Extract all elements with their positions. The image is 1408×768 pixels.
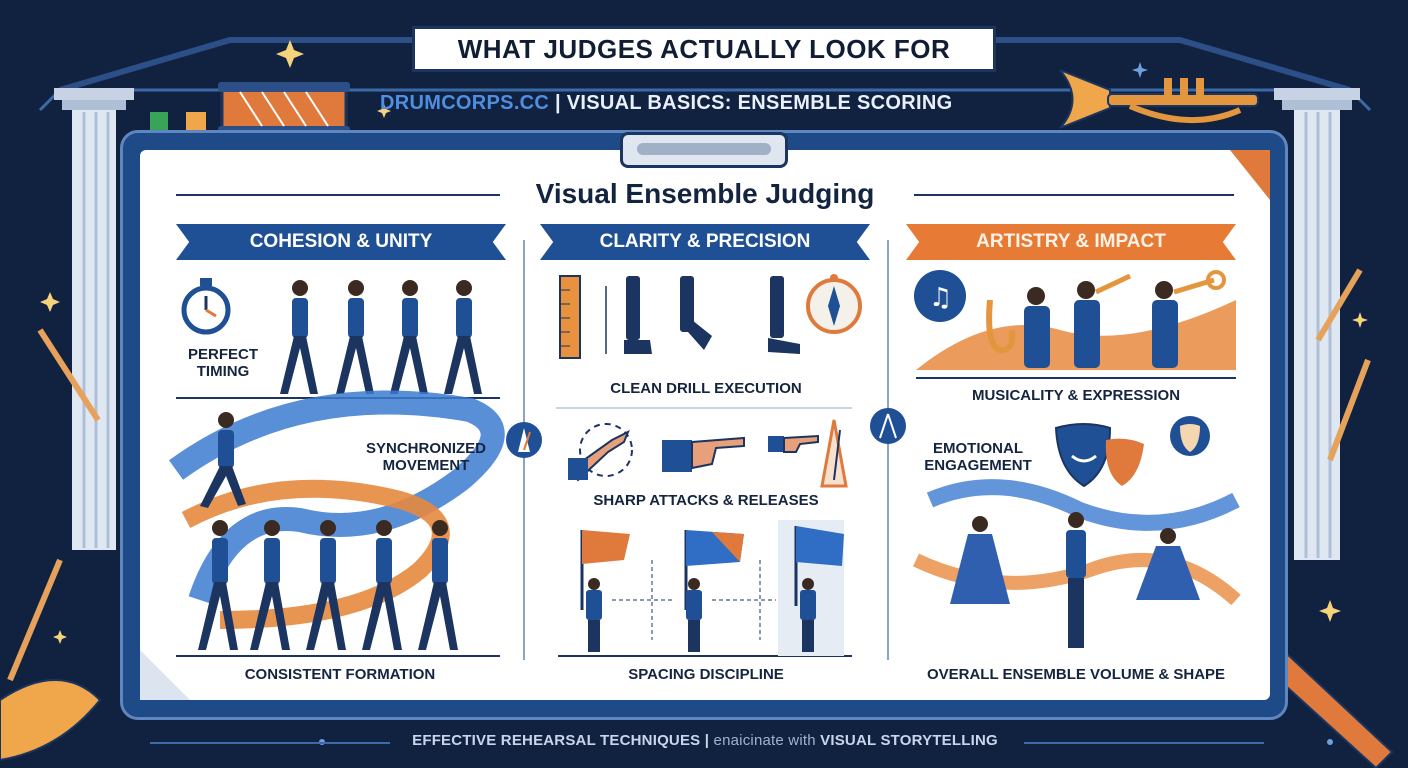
drumstick-icon bbox=[1315, 268, 1363, 342]
drumstick-icon bbox=[37, 328, 101, 422]
musicians bbox=[986, 270, 1226, 368]
drumstick-icon bbox=[1327, 358, 1371, 462]
drill-legs bbox=[624, 276, 800, 354]
marchers-row bbox=[198, 520, 458, 650]
footer-middle: enaicinate with bbox=[713, 732, 816, 749]
board-clip bbox=[620, 132, 788, 168]
subtitle-line: DRUMCORPS.CC | VISUAL BASICS: ENSEMBLE S… bbox=[380, 92, 1040, 115]
music-note-icon: ♫ bbox=[914, 270, 966, 322]
green-block bbox=[150, 112, 168, 130]
subtitle-separator: | bbox=[555, 92, 561, 114]
label-musicality-expression: MUSICALITY & EXPRESSION bbox=[971, 387, 1181, 404]
label-clean-drill-execution: CLEAN DRILL EXECUTION bbox=[610, 380, 802, 397]
footer-left: EFFECTIVE REHEARSAL TECHNIQUES bbox=[412, 732, 701, 749]
heading-rule-right bbox=[914, 194, 1234, 196]
column-header-label: CLARITY & PRECISION bbox=[599, 231, 811, 252]
pointing-hands bbox=[568, 419, 848, 488]
trumpet-icon bbox=[1059, 69, 1259, 129]
orange-block bbox=[186, 112, 206, 130]
theater-masks-icon bbox=[1054, 416, 1210, 488]
column-header-label: ARTISTRY & IMPACT bbox=[976, 231, 1166, 252]
title-banner: WHAT JUDGES ACTUALLY LOOK FOR bbox=[412, 26, 996, 72]
heading-rule-left bbox=[176, 194, 500, 196]
sparkle-icon bbox=[40, 40, 1368, 644]
brand-name: DRUMCORPS.CC bbox=[380, 92, 550, 114]
label-sharp-attacks-releases: SHARP ATTACKS & RELEASES bbox=[593, 492, 819, 509]
stopwatch-icon bbox=[181, 278, 231, 335]
drafting-compass-icon bbox=[870, 408, 906, 444]
svg-text:♫: ♫ bbox=[929, 283, 952, 313]
board-heading: Visual Ensemble Judging bbox=[535, 178, 875, 209]
label-spacing-discipline: SPACING DISCIPLINE bbox=[628, 666, 784, 683]
metronome-icon bbox=[506, 422, 542, 458]
footer-tagline: EFFECTIVE REHEARSAL TECHNIQUES | enaicin… bbox=[330, 732, 1080, 749]
page-title: WHAT JUDGES ACTUALLY LOOK FOR bbox=[457, 33, 951, 64]
flag-figures bbox=[580, 520, 844, 656]
label-overall-ensemble-volume-shape: OVERALL ENSEMBLE VOLUME & SHAPE bbox=[926, 666, 1226, 683]
trumpet-bell-icon bbox=[0, 679, 102, 762]
label-emotional-engagement: EMOTIONAL ENGAGEMENT bbox=[924, 440, 1032, 475]
leader-figure bbox=[200, 412, 246, 508]
subtitle-text: VISUAL BASICS: ENSEMBLE SCORING bbox=[566, 92, 953, 114]
column-header-clarity: CLARITY & PRECISION bbox=[540, 224, 870, 260]
label-perfect-timing: PERFECT TIMING bbox=[187, 346, 258, 381]
left-pillar bbox=[54, 88, 134, 550]
footer-right: VISUAL STORYTELLING bbox=[820, 732, 998, 749]
label-synchronized-movement: SYNCHRONIZED MOVEMENT bbox=[365, 440, 486, 475]
footer-separator: | bbox=[704, 732, 710, 749]
ruler-icon bbox=[559, 275, 581, 359]
footer-rule-right bbox=[1024, 742, 1264, 744]
column-header-cohesion: COHESION & UNITY bbox=[176, 224, 506, 260]
compass-icon bbox=[806, 274, 862, 334]
drumstick-icon bbox=[7, 558, 63, 682]
column-header-label: COHESION & UNITY bbox=[249, 231, 433, 252]
footer-rule-left bbox=[150, 742, 390, 744]
label-consistent-formation: CONSISTENT FORMATION bbox=[244, 666, 436, 683]
marchers-row bbox=[280, 280, 482, 394]
dancers bbox=[950, 512, 1200, 648]
column-header-artistry: ARTISTRY & IMPACT bbox=[906, 224, 1236, 260]
